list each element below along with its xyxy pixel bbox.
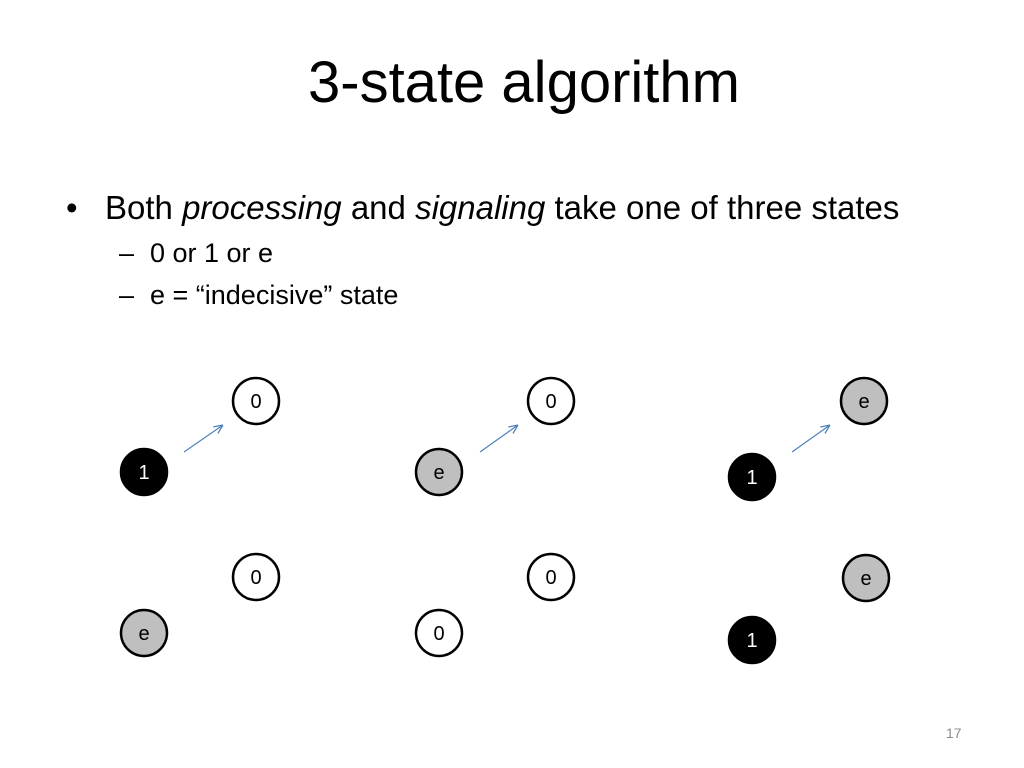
lower-node: [119, 608, 169, 658]
signal-arrow: [791, 425, 830, 453]
sub-bullet-states: 0 or 1 or e: [150, 238, 274, 268]
upper-node: [526, 376, 576, 426]
signal-arrow: [183, 425, 223, 453]
lower-node: [414, 447, 464, 497]
bullet-emphasis-signaling: signaling: [415, 189, 546, 226]
lower-node: [727, 452, 777, 502]
upper-node: [231, 376, 281, 426]
panel-row2-col3: e 1: [727, 553, 891, 665]
lower-node: [727, 615, 777, 665]
bullet-part: and: [350, 189, 406, 226]
panel-row1-col1: 0 1: [119, 376, 281, 497]
lower-node-label: e: [433, 462, 444, 484]
signal-arrow: [479, 425, 518, 453]
upper-node-label: 0: [250, 567, 261, 589]
bullet-emphasis-processing: processing: [182, 189, 342, 226]
lower-node-label: 1: [746, 467, 757, 489]
panel-row1-col2: 0 e: [414, 376, 576, 497]
lower-node: [414, 608, 464, 658]
upper-node: [841, 553, 891, 603]
bullet-marker: •: [66, 189, 78, 226]
upper-node: [231, 552, 281, 602]
lower-node-label: 0: [433, 623, 444, 645]
slide-title: 3-state algorithm: [308, 50, 740, 115]
bullet-part: Both: [105, 189, 173, 226]
upper-node-label: e: [858, 391, 869, 413]
panel-row1-col3: e 1: [727, 376, 889, 502]
bullet-text: Both processing and signaling take one o…: [105, 188, 899, 228]
bullet-part: take one of three states: [554, 189, 900, 226]
upper-node: [839, 376, 889, 426]
upper-node-label: 0: [250, 391, 261, 413]
lower-node: [119, 447, 169, 497]
sub-bullet-indecisive: e = “indecisive” state: [150, 280, 399, 310]
upper-node-label: 0: [545, 391, 556, 413]
upper-node-label: 0: [545, 567, 556, 589]
sub-bullet-marker: –: [119, 238, 135, 268]
lower-node-label: e: [138, 623, 149, 645]
lower-node-label: 1: [138, 462, 149, 484]
lower-node-label: 1: [746, 630, 757, 652]
upper-node-label: e: [860, 568, 871, 590]
sub-bullet-marker: –: [119, 280, 135, 310]
panel-row2-col1: 0 e: [119, 552, 281, 658]
panel-row2-col2: 0 0: [414, 552, 576, 658]
page-number: 17: [946, 725, 962, 741]
upper-node: [526, 552, 576, 602]
